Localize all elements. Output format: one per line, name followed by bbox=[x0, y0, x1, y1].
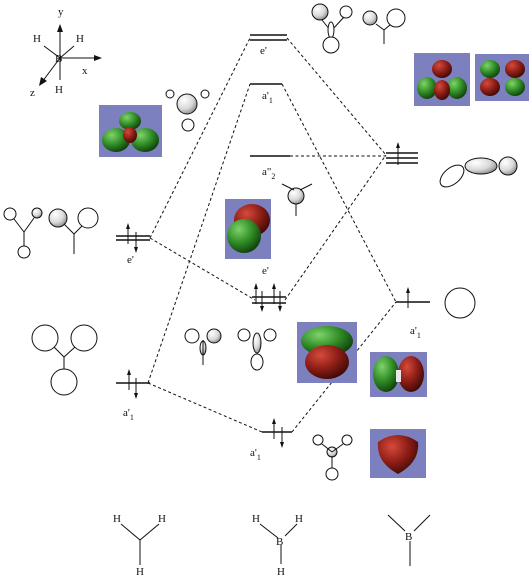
sketch-left-a1 bbox=[31, 324, 98, 396]
level-center-a2: a"2 bbox=[250, 155, 290, 181]
label-center-a1-low: a'1 bbox=[250, 447, 261, 462]
orbital-panel-e-mid-1 bbox=[297, 322, 357, 383]
axis-label-y: y bbox=[58, 6, 64, 18]
sketch-e-mid-2 bbox=[237, 328, 277, 371]
label-left-a1: a'1 bbox=[123, 407, 134, 422]
molecule-left-h3: H bbox=[136, 566, 144, 578]
level-center-a1-low: a'1 bbox=[250, 418, 292, 462]
molecule-left-h2: H bbox=[158, 513, 166, 525]
level-center-a1: a'1 bbox=[250, 83, 282, 105]
molecule-left: H H H bbox=[113, 513, 166, 578]
molecule-left-h1: H bbox=[113, 513, 121, 525]
orbital-panel-e-top-1 bbox=[414, 53, 470, 106]
orbital-panel-a1-center bbox=[99, 105, 162, 157]
label-center-e-top: e' bbox=[260, 45, 267, 57]
sketch-a1-center bbox=[165, 89, 210, 132]
molecule-center-boron: B bbox=[276, 536, 283, 548]
axis-h1: H bbox=[33, 33, 41, 45]
level-left-e: e' bbox=[116, 223, 150, 266]
molecule-right-boron: B bbox=[405, 531, 412, 543]
label-center-a2: a"2 bbox=[262, 166, 275, 181]
molecule-center-h2: H bbox=[295, 513, 303, 525]
molecule-center: B H H H bbox=[252, 513, 303, 578]
level-center-e-mid: e' bbox=[252, 265, 286, 312]
label-center-a1: a'1 bbox=[262, 90, 273, 105]
level-left-a1: a'1 bbox=[116, 369, 150, 422]
axis-h3: H bbox=[55, 84, 63, 96]
sketch-left-e bbox=[3, 207, 99, 259]
sketch-e-mid-1 bbox=[184, 328, 222, 365]
sketch-right-s bbox=[444, 287, 476, 319]
axis-label-z: z bbox=[30, 87, 35, 99]
sketch-a2 bbox=[281, 183, 313, 216]
sketch-e-top-1 bbox=[311, 3, 353, 54]
level-right-p bbox=[386, 142, 418, 165]
sketch-right-p bbox=[439, 156, 518, 188]
coordinate-axes: y x z B H H H bbox=[30, 6, 102, 99]
label-right-a1: a'1 bbox=[410, 325, 421, 340]
sketch-e-top-2 bbox=[362, 8, 406, 44]
axis-label-x: x bbox=[82, 65, 88, 77]
molecule-right: B bbox=[387, 514, 431, 566]
level-center-e-top: e' bbox=[250, 34, 287, 57]
orbital-panel-a1-low bbox=[370, 429, 426, 478]
sketch-a1-low bbox=[312, 434, 353, 481]
molecule-center-h3: H bbox=[277, 566, 285, 578]
axis-boron: B bbox=[55, 53, 62, 65]
orbital-panel-e-top-2 bbox=[475, 54, 529, 101]
molecule-center-h1: H bbox=[252, 513, 260, 525]
label-center-e-mid: e' bbox=[262, 265, 269, 277]
label-left-e: e' bbox=[127, 254, 134, 266]
level-right-a1: a'1 bbox=[396, 287, 430, 340]
orbital-panel-e-mid-2 bbox=[370, 352, 427, 397]
axis-h2: H bbox=[76, 33, 84, 45]
orbital-panel-a2 bbox=[225, 199, 271, 259]
